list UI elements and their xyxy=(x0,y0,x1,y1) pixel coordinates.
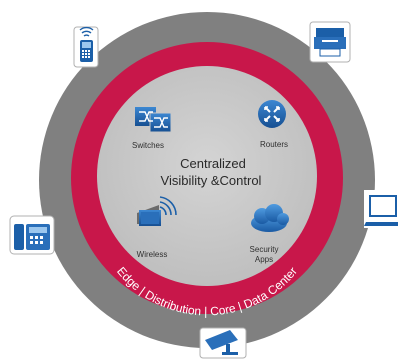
laptop-icon xyxy=(364,190,398,228)
center-title-line2: Visibility &Control xyxy=(161,173,262,188)
cloud-icon xyxy=(251,204,289,232)
security-apps-label-line2: Apps xyxy=(255,255,273,264)
wireless-label: Wireless xyxy=(137,250,168,259)
routers-label: Routers xyxy=(260,140,288,149)
security-apps-label-line1: Security xyxy=(250,245,279,254)
switches-label: Switches xyxy=(132,141,164,150)
mobile-phone-icon xyxy=(73,26,99,68)
router-icon xyxy=(258,100,286,128)
wireless-access-point-icon xyxy=(137,196,177,226)
security-camera-icon xyxy=(199,327,247,359)
printer-icon xyxy=(309,21,351,63)
desk-phone-icon xyxy=(9,215,55,255)
switches-icon xyxy=(135,107,172,133)
center-title-line1: Centralized xyxy=(180,156,246,171)
